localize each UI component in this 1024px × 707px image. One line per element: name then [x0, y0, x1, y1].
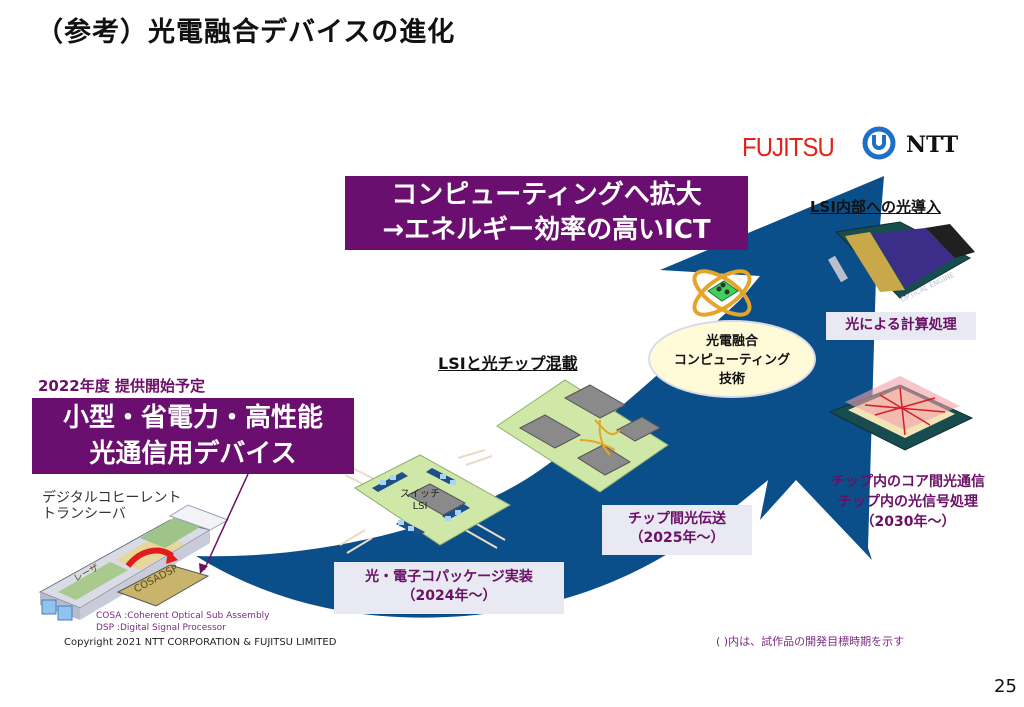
banner-optical-device: 小型・省電力・高性能 光通信用デバイス	[32, 398, 354, 474]
abbreviation-notes: COSA :Coherent Optical Sub Assembly DSP …	[96, 611, 270, 633]
ntt-logo-text: NTT	[906, 132, 959, 158]
switch-lsi-label: スイッチ LSI	[400, 489, 440, 512]
fujitsu-logo: FUJITSU	[742, 132, 835, 162]
page-number: 25	[994, 676, 1017, 697]
transceiver-label: デジタルコヒーレント トランシーバ	[42, 490, 182, 522]
year-label: 2022年度 提供開始予定	[38, 377, 205, 395]
stage-caption-optical-compute: 光による計算処理	[826, 312, 976, 340]
co-package-board-illustration	[339, 449, 512, 554]
stage-caption-intra-chip: チップ内のコア間光通信 チップ内の光信号処理 （2030年～）	[831, 474, 985, 530]
banner-computing-expansion: コンピューティングへ拡大 →エネルギー効率の高いICT	[345, 176, 748, 250]
transceiver-illustration	[38, 504, 230, 621]
pointer-line	[203, 473, 249, 571]
compute-atom-icon	[692, 269, 752, 317]
many-core-chip-illustration	[828, 376, 974, 451]
stage-caption-inter-chip: チップ間光伝送 （2025年～）	[602, 505, 752, 555]
banner-top-line1: コンピューティングへ拡大	[391, 180, 702, 210]
lsi-intro-heading: LSI内部への光導入	[810, 198, 941, 216]
footnote: ( )内は、試作品の開発目標時期を示す	[716, 635, 905, 648]
chip-to-chip-board-illustration	[496, 379, 669, 493]
stage-caption-co-packaging: 光・電子コパッケージ実装 （2024年～）	[334, 562, 564, 614]
page-title: （参考）光電融合デバイスの進化	[36, 17, 456, 48]
banner-left-line1: 小型・省電力・高性能	[62, 403, 323, 433]
banner-top-line2: →エネルギー効率の高いICT	[382, 215, 711, 245]
computing-tech-ellipse: 光電融合 コンピューティング 技術	[648, 320, 816, 398]
banner-left-line2: 光通信用デバイス	[89, 439, 297, 469]
copyright-text: Copyright 2021 NTT CORPORATION & FUJITSU…	[64, 637, 337, 648]
lsi-optical-engine-illustration: OPTICAL ENGINE	[828, 221, 975, 304]
ntt-logo-icon	[862, 126, 896, 160]
lsi-mix-heading: LSIと光チップ混載	[438, 354, 578, 373]
